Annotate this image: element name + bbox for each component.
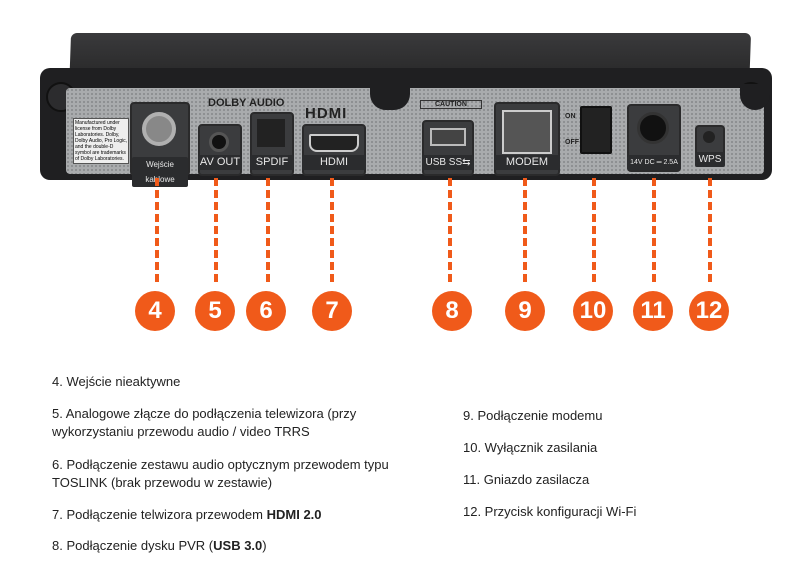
coax-connector-icon	[142, 112, 176, 146]
description-12: 12. Przycisk konfiguracji Wi-Fi	[463, 504, 637, 519]
badge-12: 12	[689, 291, 729, 331]
description-bold: USB 3.0	[213, 538, 263, 553]
description-text: 7. Podłączenie telwizora przewodem	[52, 507, 267, 522]
ethernet-icon	[502, 110, 552, 154]
badge-4: 4	[135, 291, 175, 331]
port-label: SPDIF	[250, 155, 294, 170]
dolby-audio-logo: DOLBY AUDIO	[208, 97, 285, 109]
panel-notch	[740, 84, 770, 110]
description-9: 9. Podłączenie modemu	[463, 408, 603, 423]
connector-line	[214, 178, 218, 282]
hdmi-logo: HDMI	[305, 105, 348, 122]
badge-9: 9	[505, 291, 545, 331]
badge-11: 11	[633, 291, 673, 331]
connector-line	[448, 178, 452, 282]
description-10: 10. Wyłącznik zasilania	[463, 440, 598, 455]
port-label: Wejście kablowe	[132, 157, 188, 187]
badge-6: 6	[246, 291, 286, 331]
port-label: MODEM	[494, 155, 560, 170]
port-label: AV OUT	[198, 155, 242, 170]
connector-line	[330, 178, 334, 282]
badge-5: 5	[195, 291, 235, 331]
description-text: )	[262, 538, 267, 553]
description-4: 4. Wejście nieaktywne	[52, 374, 181, 389]
description-11: 11. Gniazdo zasilacza	[463, 472, 590, 487]
connector-line	[155, 178, 159, 282]
badge-10: 10	[573, 291, 613, 331]
switch-off-label: OFF	[565, 139, 579, 146]
badge-8: 8	[432, 291, 472, 331]
description-8: 8. Podłączenie dysku PVR (USB 3.0)	[52, 537, 432, 555]
description-bold: HDMI 2.0	[266, 507, 322, 522]
description-5: 5. Analogowe złącze do podłączenia telew…	[52, 406, 357, 439]
wps-button[interactable]	[703, 131, 715, 143]
connector-line	[523, 178, 527, 282]
optical-icon	[257, 119, 285, 147]
usb-connector-icon	[430, 128, 466, 146]
connector-line	[266, 178, 270, 282]
port-label: USB SS⇆	[422, 155, 474, 170]
caution-label: CAUTION	[420, 100, 482, 109]
port-label: WPS	[695, 152, 725, 167]
power-switch[interactable]	[580, 106, 612, 154]
badge-7: 7	[312, 291, 352, 331]
dc-jack-icon	[637, 112, 669, 144]
jack-icon	[209, 132, 229, 152]
connector-line	[592, 178, 596, 282]
switch-on-label: ON	[565, 113, 576, 120]
dolby-notice: Manufactured under license from Dolby La…	[73, 118, 129, 164]
connector-line	[708, 178, 712, 282]
description-7: 7. Podłączenie telwizora przewodem HDMI …	[52, 506, 432, 524]
connector-line	[652, 178, 656, 282]
description-text: 8. Podłączenie dysku PVR (	[52, 538, 214, 553]
panel-notch	[370, 84, 410, 110]
description-6: 6. Podłączenie zestawu audio optycznym p…	[52, 457, 389, 490]
power-rating: 14V DC ═ 2.5A	[627, 155, 681, 170]
port-label: HDMI	[302, 155, 366, 170]
hdmi-connector-icon	[309, 134, 359, 152]
